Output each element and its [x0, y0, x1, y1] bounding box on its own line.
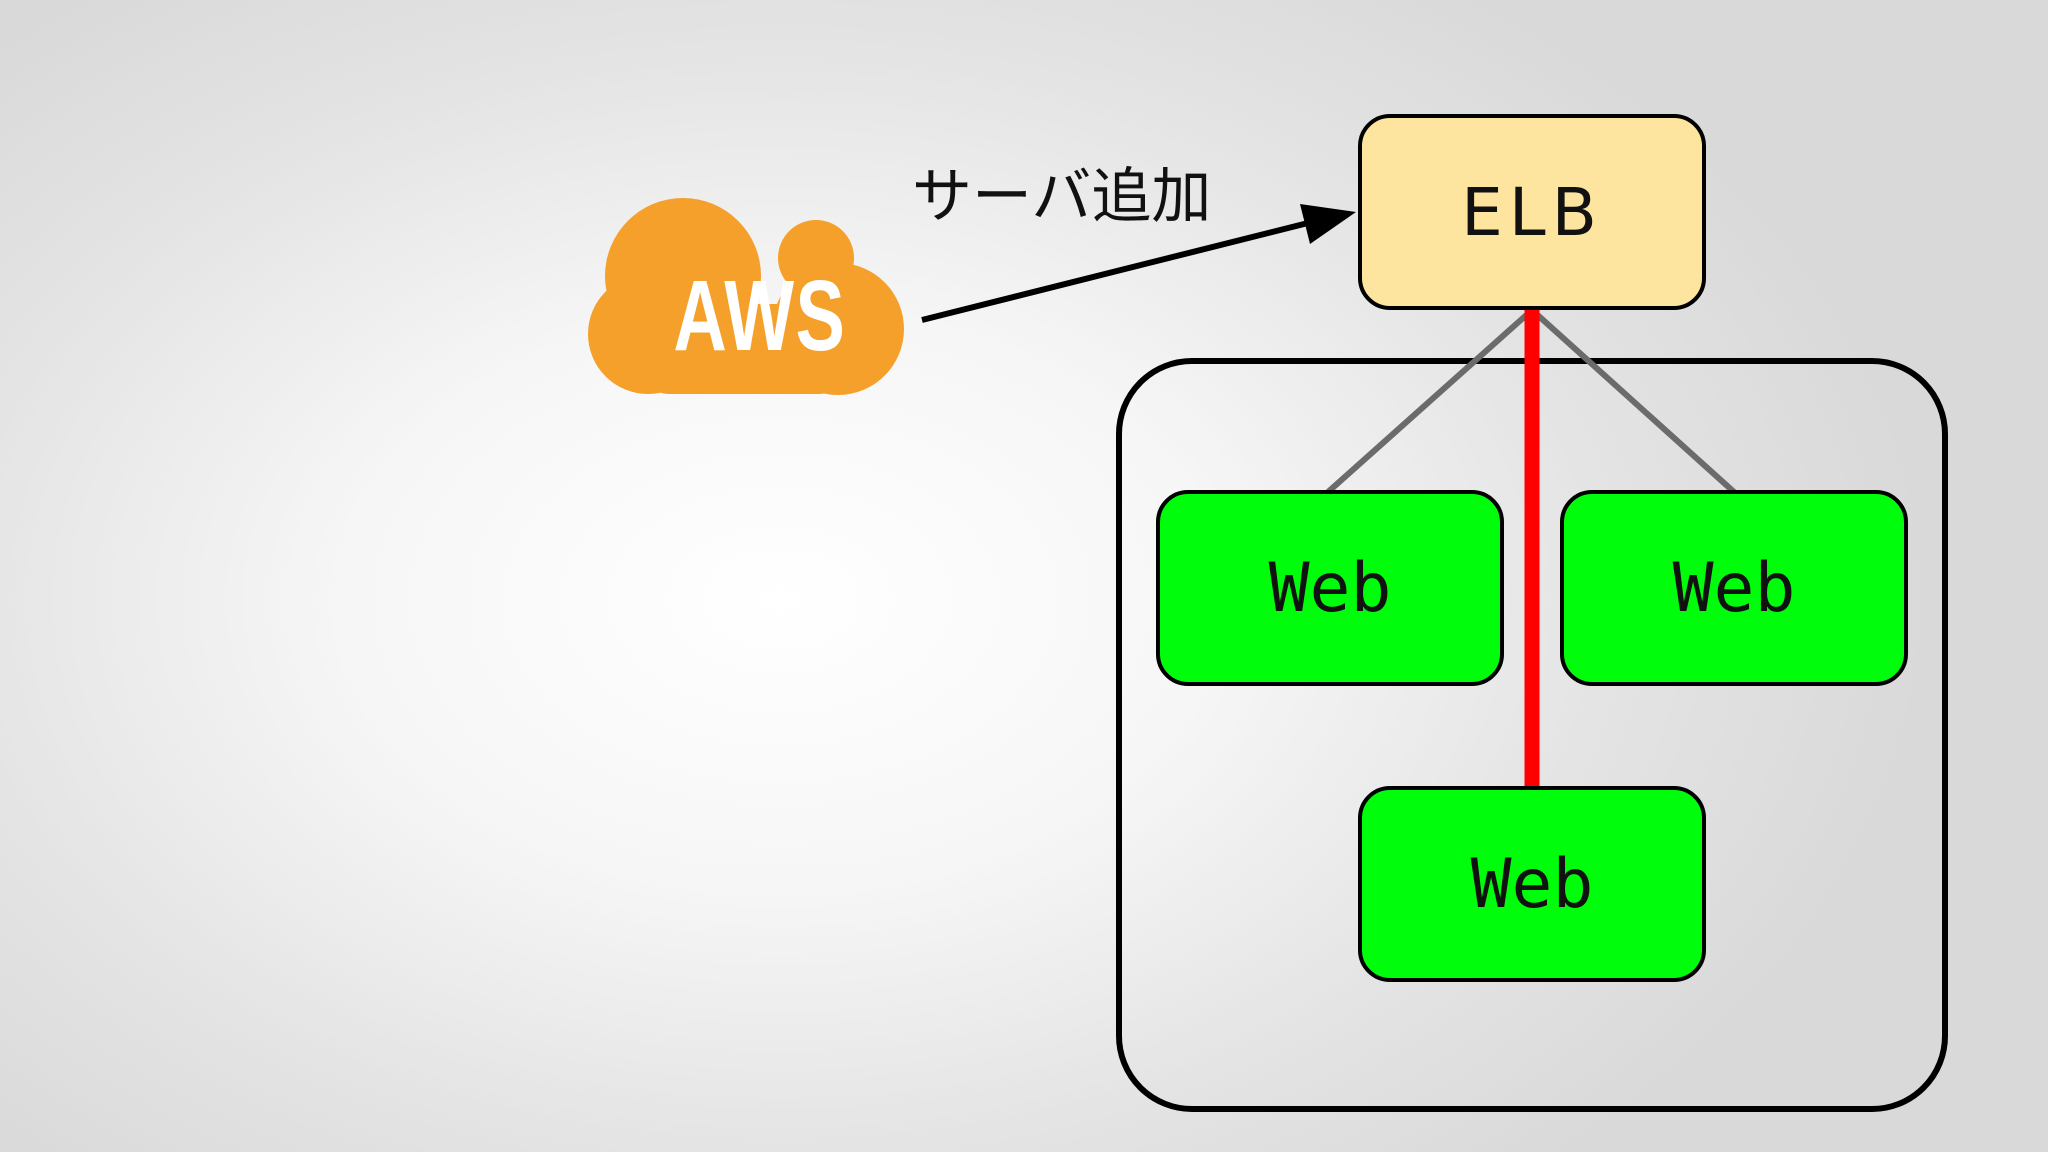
web-server-node-right: Web — [1560, 490, 1908, 686]
aws-to-elb-arrow — [921, 219, 1313, 323]
web-server-label: Web — [1470, 844, 1594, 924]
arrowhead-icon — [1300, 204, 1356, 244]
web-server-label: Web — [1672, 548, 1796, 628]
aws-label: AWS — [673, 260, 847, 372]
aws-cloud-shape — [588, 198, 904, 395]
elb-to-web-left-link — [1326, 307, 1534, 495]
web-server-node-added: Web — [1358, 786, 1706, 982]
add-server-label: サーバ追加 — [912, 162, 1212, 232]
elb-to-web-right-link — [1529, 307, 1737, 495]
aws-cloud-icon: AWS — [588, 194, 908, 398]
elb-node: ELB — [1358, 114, 1706, 310]
web-server-label: Web — [1268, 548, 1392, 628]
elb-label: ELB — [1461, 173, 1603, 251]
web-server-node-left: Web — [1156, 490, 1504, 686]
